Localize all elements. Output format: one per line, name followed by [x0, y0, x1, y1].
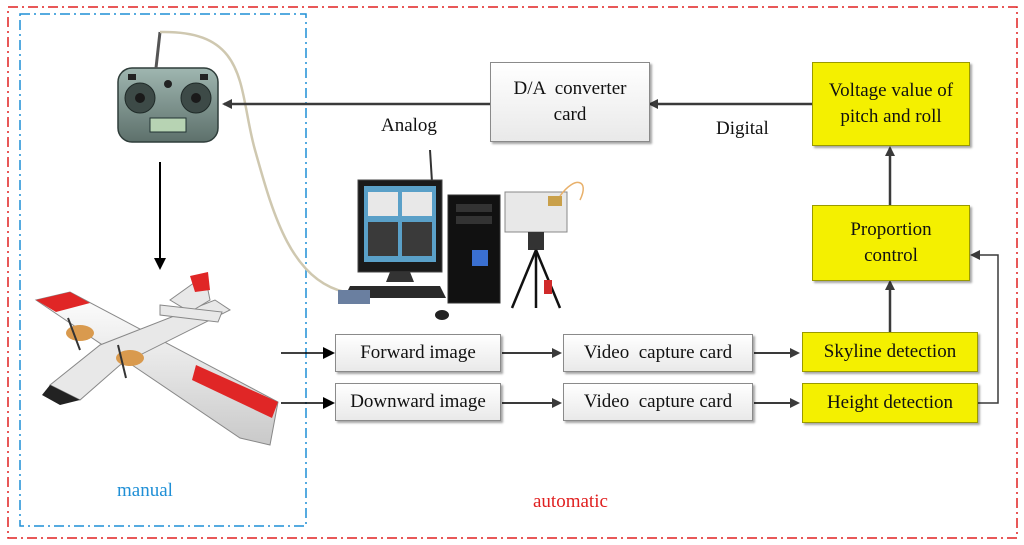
- downward-image-label: Downward image: [350, 391, 486, 412]
- voltage-value-node: Voltage value of pitch and roll: [812, 62, 970, 146]
- computer-workstation-icon: [338, 149, 501, 320]
- digital-label: Digital: [716, 118, 769, 139]
- forward-image-node: Forward image: [335, 334, 501, 372]
- skyline-detection-node: Skyline detection: [802, 332, 978, 372]
- voltage-line2: pitch and roll: [840, 106, 942, 127]
- automatic-region-border: [7, 6, 1018, 539]
- proportion-line1: Proportion: [850, 219, 932, 240]
- cable: [159, 30, 346, 294]
- skyline-label: Skyline detection: [823, 341, 957, 362]
- remote-controller-icon: [117, 31, 219, 143]
- height-detection-node: Height detection: [802, 383, 978, 423]
- proportion-line2: control: [864, 245, 918, 266]
- video-capture-card-node-2: Video capture card: [563, 383, 753, 421]
- da-converter-line2: card: [553, 104, 587, 125]
- proportion-control-node: Proportion control: [812, 205, 970, 281]
- voltage-line1: Voltage value of: [828, 80, 954, 101]
- uav-aircraft-icon: [34, 272, 279, 446]
- video-capture-card-node-1: Video capture card: [563, 334, 753, 372]
- height-label: Height detection: [826, 392, 954, 413]
- downward-image-node: Downward image: [335, 383, 501, 421]
- arrow-height-to-proportion: [970, 250, 999, 404]
- automatic-region-label: automatic: [533, 491, 608, 512]
- camera-on-tripod-icon: [504, 181, 584, 309]
- video-capture-2-label: Video capture card: [583, 391, 733, 412]
- manual-region-label: manual: [117, 480, 173, 501]
- video-capture-1-label: Video capture card: [583, 342, 733, 363]
- da-converter-line1: D/A converter: [513, 78, 627, 99]
- da-converter-card-node: D/A converter card: [490, 62, 650, 142]
- analog-label: Analog: [381, 115, 437, 136]
- forward-image-label: Forward image: [360, 342, 476, 363]
